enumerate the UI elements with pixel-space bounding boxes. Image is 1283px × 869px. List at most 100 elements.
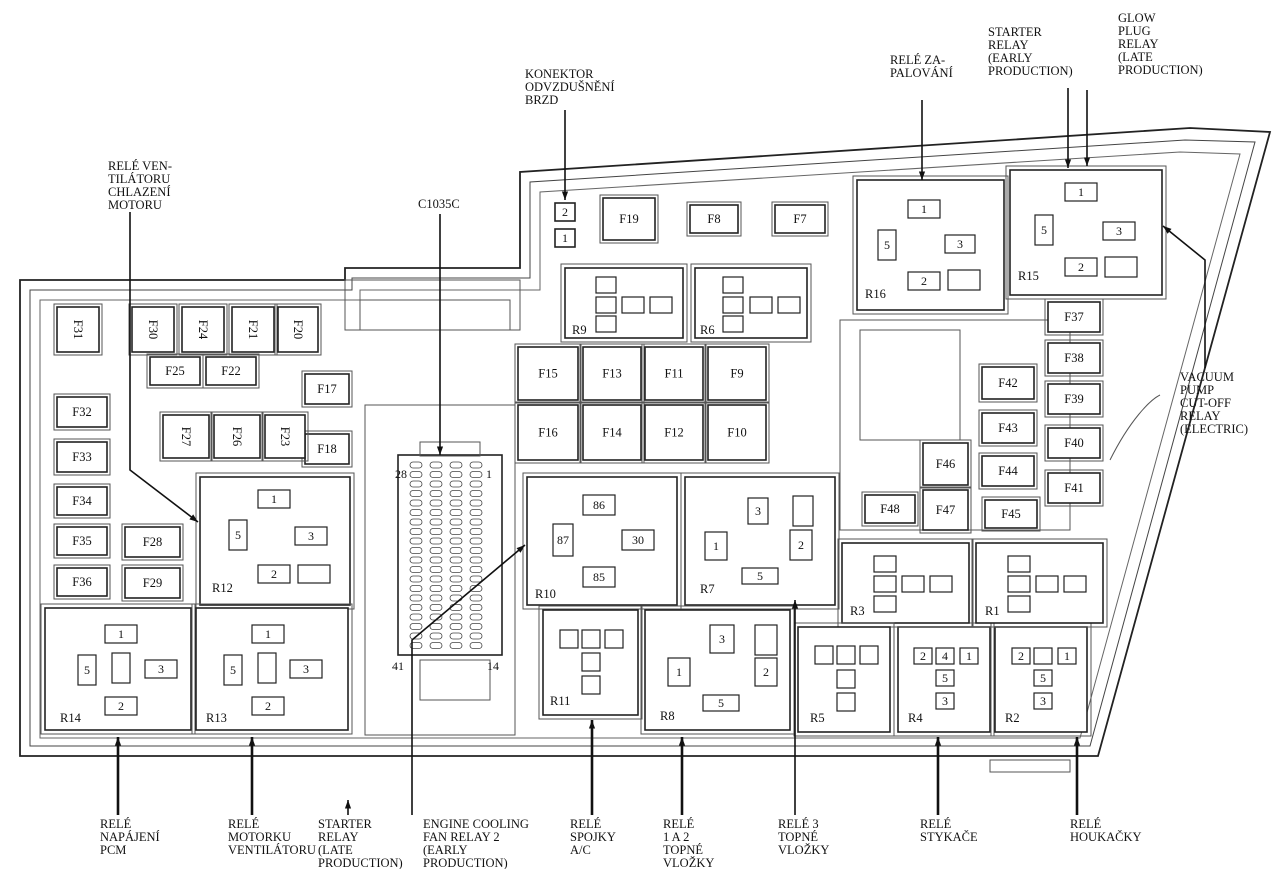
fuse-f46: F46 xyxy=(919,439,972,489)
callout-text: PRODUCTION) xyxy=(318,856,403,869)
relay-pin xyxy=(704,531,728,561)
relay-pin xyxy=(873,595,897,613)
relay-pin xyxy=(1104,256,1138,278)
fuse-f26: F26 xyxy=(210,411,264,462)
fuse-label: F27 xyxy=(179,427,193,446)
relay-pin-number: 5 xyxy=(718,696,724,710)
fuse-f43: F43 xyxy=(978,409,1038,447)
relay-pin-number: 3 xyxy=(719,632,725,646)
fuse-f23: F23 xyxy=(261,411,309,462)
relay-pin-number: 3 xyxy=(1040,694,1046,708)
relay-pin xyxy=(754,624,778,656)
relay-pin-number: 5 xyxy=(942,671,948,685)
callout-text: RELAY xyxy=(988,38,1029,52)
relay-label: R15 xyxy=(1018,269,1039,283)
relay-pin xyxy=(649,296,673,314)
callout-text: (LATE xyxy=(318,843,353,857)
relay-pin xyxy=(741,567,779,585)
relay-pin xyxy=(251,696,285,716)
fuse-f8: F8 xyxy=(686,201,742,237)
callout-text: VLOŽKY xyxy=(778,843,829,857)
callout-text: RELÉ xyxy=(663,817,695,831)
relay-pin xyxy=(581,652,601,672)
relay-label: R7 xyxy=(700,582,715,596)
relay-pin-number: 5 xyxy=(84,663,90,677)
relay-pin-number: 1 xyxy=(1064,649,1070,663)
relay-pin xyxy=(595,315,617,333)
relay-pin-number: 5 xyxy=(230,663,236,677)
relay-pin-number: 85 xyxy=(593,570,605,584)
arrowhead-icon xyxy=(791,600,799,609)
fuse-f45: F45 xyxy=(981,496,1041,532)
relay-pin xyxy=(722,276,744,294)
relay-pin-number: 4 xyxy=(942,649,948,663)
relay-pin xyxy=(907,199,941,219)
leader-line xyxy=(411,544,526,815)
relay-pin-number: 5 xyxy=(235,528,241,542)
fuse-label: F24 xyxy=(196,320,210,340)
fuse-label: F13 xyxy=(602,367,621,381)
relay-pin xyxy=(257,489,291,509)
relay-pin xyxy=(1033,692,1053,710)
relay-pin xyxy=(859,645,879,665)
leader-line xyxy=(129,212,199,523)
fuse-label: F47 xyxy=(936,503,955,517)
fuse-f12: F12 xyxy=(641,401,707,464)
relay-pin xyxy=(1064,182,1098,202)
callout-text: RELAY xyxy=(318,830,359,844)
relay-label: R6 xyxy=(700,323,715,337)
fuse-label: F26 xyxy=(230,427,244,446)
relay-pin xyxy=(1033,647,1053,665)
arrowhead-icon xyxy=(678,737,686,746)
relay-pin-number: 2 xyxy=(1078,260,1084,274)
callout-text: STARTER xyxy=(988,25,1042,39)
fuse-label: F35 xyxy=(72,534,91,548)
relay-label: R13 xyxy=(206,711,227,725)
callout: RELÉ ZA-PALOVÁNÍ xyxy=(890,53,953,180)
callout-text: ENGINE COOLING xyxy=(423,817,529,831)
relay-label: R2 xyxy=(1005,711,1020,725)
relay-pin xyxy=(251,624,285,644)
relay-pin-number: 2 xyxy=(265,699,271,713)
relay-pin-number: 1 xyxy=(118,627,124,641)
fuse-f20: F20 xyxy=(274,303,322,356)
connector-pin-number: 41 xyxy=(392,659,404,673)
relay-label: R8 xyxy=(660,709,675,723)
relay-r9: R9 xyxy=(560,263,688,343)
callout-text: MOTORKU xyxy=(228,830,291,844)
fuse-label: F46 xyxy=(936,457,955,471)
arrowhead-icon xyxy=(344,800,352,809)
relay-pin xyxy=(789,529,813,561)
fuse-f28: F28 xyxy=(121,523,184,561)
fuse-label: F45 xyxy=(1001,507,1020,521)
leader-line xyxy=(1162,225,1206,368)
callout-text: STYKAČE xyxy=(920,830,978,844)
relay-pin xyxy=(935,647,955,665)
connector-pin-number: 28 xyxy=(395,467,407,481)
fuse-label: F44 xyxy=(998,464,1018,478)
arrowhead-icon xyxy=(114,737,122,746)
relay-pin xyxy=(1057,647,1077,665)
brake-connector-pin-number: 2 xyxy=(562,205,568,219)
fuse-label: F28 xyxy=(143,535,162,549)
callout-text: (ELECTRIC) xyxy=(1180,422,1248,436)
callout-text: PRODUCTION) xyxy=(1118,63,1203,77)
fuse-label: F9 xyxy=(730,367,743,381)
fuse-label: F8 xyxy=(707,212,720,226)
relay-pin xyxy=(913,647,933,665)
fuse-f34: F34 xyxy=(53,483,111,519)
callout-text: RELÉ xyxy=(100,817,132,831)
arrowhead-icon xyxy=(561,191,569,200)
